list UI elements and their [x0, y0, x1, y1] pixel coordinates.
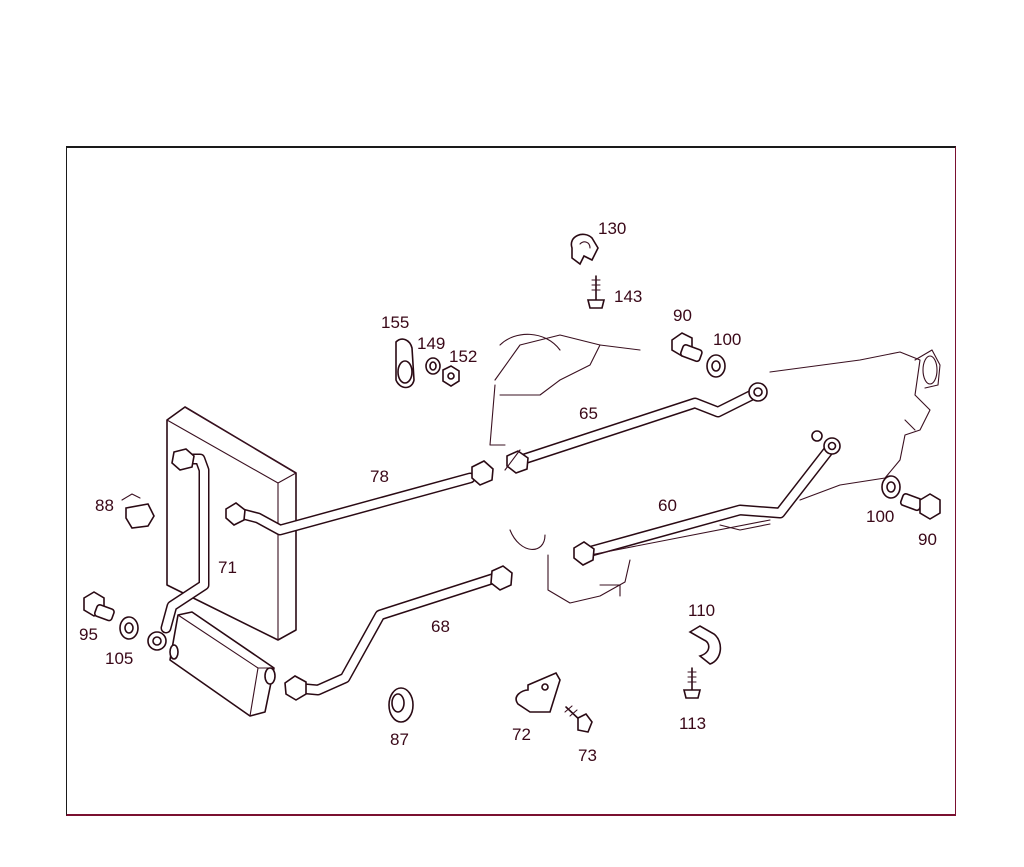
pipe-60 — [573, 430, 841, 566]
callout-60: 60 — [658, 496, 677, 515]
bolt-95 — [83, 591, 115, 622]
bolt-73 — [564, 705, 593, 733]
pipe-68 — [284, 565, 513, 701]
clip-130 — [570, 233, 599, 266]
washer-100-top — [706, 354, 726, 378]
callout-73: 73 — [578, 746, 597, 765]
bolt-90-right — [899, 493, 941, 520]
oil-cooler — [169, 611, 276, 717]
callout-149: 149 — [417, 334, 446, 353]
callout-95: 95 — [79, 625, 98, 644]
nut-152 — [442, 365, 460, 387]
pipe-78 — [225, 460, 494, 536]
callout-130: 130 — [598, 219, 627, 238]
clip-88 — [121, 493, 155, 529]
callout-152: 152 — [449, 347, 478, 366]
banjo-bolt-90-top — [671, 332, 703, 363]
callout-143: 143 — [614, 287, 643, 306]
clamp-155 — [395, 338, 415, 389]
callout-100-top: 100 — [713, 330, 742, 349]
pipe-65 — [506, 382, 768, 474]
bracket-72 — [515, 671, 561, 713]
washer-105 — [119, 616, 139, 640]
callout-68: 68 — [431, 617, 450, 636]
callout-90-right: 90 — [918, 530, 937, 549]
callout-100-right: 100 — [866, 507, 895, 526]
bolt-143 — [586, 275, 606, 309]
callout-155: 155 — [381, 313, 410, 332]
callout-88: 88 — [95, 496, 114, 515]
callout-105: 105 — [105, 649, 134, 668]
callout-65: 65 — [579, 404, 598, 423]
callout-87: 87 — [390, 730, 409, 749]
bolt-113 — [682, 667, 702, 699]
callout-90-top: 90 — [673, 306, 692, 325]
radiator — [166, 406, 297, 641]
callout-113: 113 — [679, 714, 707, 733]
callout-110: 110 — [688, 601, 716, 620]
callout-71: 71 — [218, 558, 237, 577]
transmission-outline — [489, 333, 941, 604]
diagram-frame — [66, 146, 956, 816]
washer-100-right — [881, 475, 901, 499]
clip-110 — [688, 625, 722, 665]
grommet-87 — [388, 687, 414, 723]
pipe-71 — [147, 448, 210, 651]
callout-72: 72 — [512, 725, 531, 744]
washer-149 — [425, 357, 441, 375]
callout-78: 78 — [370, 467, 389, 486]
